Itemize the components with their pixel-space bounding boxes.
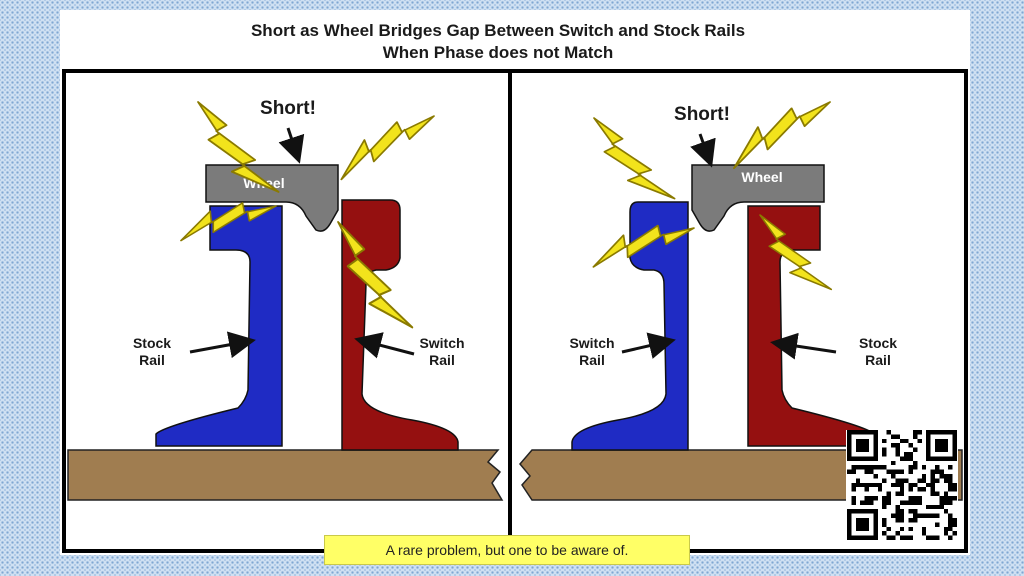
left-stock-label-1: Stock <box>133 335 171 351</box>
left-short-label: Short! <box>260 98 316 119</box>
qr-code <box>846 430 958 540</box>
left-switch-label-2: Rail <box>429 352 455 368</box>
left-stock-rail <box>155 205 283 447</box>
right-stock-rail <box>747 205 875 447</box>
right-bolt-2 <box>733 93 831 178</box>
slide-card: Short as Wheel Bridges Gap Between Switc… <box>60 10 970 555</box>
diagram: Short as Wheel Bridges Gap Between Switc… <box>62 21 968 553</box>
right-short-arrow <box>690 133 716 168</box>
right-wheel-label: Wheel <box>741 169 782 185</box>
left-stock-arrow <box>189 331 256 359</box>
right-switch-label-1: Switch <box>569 335 614 351</box>
left-bolt-2 <box>340 107 435 188</box>
caption-text: A rare problem, but one to be aware of. <box>385 542 629 558</box>
right-stock-label-1: Stock <box>859 335 897 351</box>
right-short-label: Short! <box>674 104 730 125</box>
right-panel-frame <box>508 69 968 553</box>
left-tie <box>67 449 504 501</box>
caption-box: A rare problem, but one to be aware of. <box>324 535 690 565</box>
left-stock-label-2: Rail <box>139 352 165 368</box>
left-short-arrow <box>278 127 305 164</box>
left-panel: Wheel Short! Stock Rail Switch Rail <box>67 98 504 501</box>
title-line-1: Short as Wheel Bridges Gap Between Switc… <box>251 21 745 40</box>
right-bolt-1 <box>593 117 676 200</box>
right-stock-arrow <box>770 332 837 360</box>
left-wheel <box>205 164 339 232</box>
right-stock-label-2: Rail <box>865 352 891 368</box>
right-wheel <box>691 164 825 232</box>
right-switch-label-2: Rail <box>579 352 605 368</box>
left-switch-rail <box>341 199 459 451</box>
title-line-2: When Phase does not Match <box>383 43 613 62</box>
left-switch-label-1: Switch <box>419 335 464 351</box>
right-switch-rail <box>571 201 689 451</box>
left-switch-arrow <box>354 332 415 359</box>
right-switch-arrow <box>621 332 676 359</box>
